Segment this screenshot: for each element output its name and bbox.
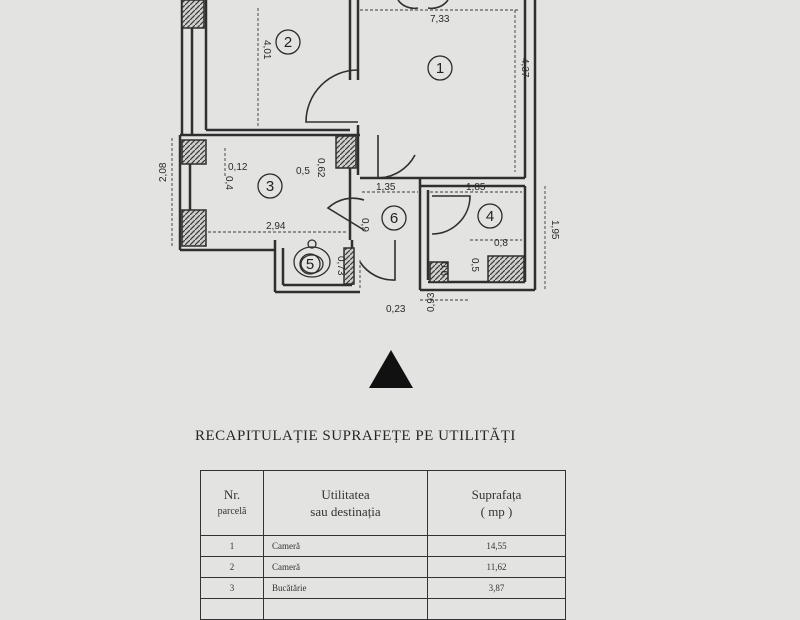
floor-plan: 2 1 3 6 4 5 4,01 7,33 4,37 0,12 0,5 0,62… — [158, 0, 560, 388]
dim-1-85: 1,85 — [466, 182, 486, 193]
svg-text:4: 4 — [486, 208, 494, 225]
cell-nr — [200, 598, 264, 620]
outer-walls — [178, 0, 537, 294]
header-utility: Utilitatea sau destinația — [263, 470, 428, 536]
cell-nr: 3 — [200, 577, 264, 599]
surface-summary-table: Nr. parcelă Utilitatea sau destinația Su… — [200, 470, 566, 620]
dim-0-23: 0,23 — [386, 304, 406, 315]
dim-1-95: 1,95 — [549, 220, 560, 240]
cell-area: 11,62 — [427, 556, 566, 578]
dim-2-08: 2,08 — [158, 162, 169, 182]
washbasin-icon — [293, 239, 331, 278]
cell-area: 3,87 — [427, 577, 566, 599]
header-nr: Nr. parcelă — [200, 470, 264, 536]
dimension-lines — [171, 8, 546, 301]
cell-nr: 1 — [200, 535, 264, 557]
dim-0-6: 0,6 — [438, 262, 449, 276]
dimension-labels: 4,01 7,33 4,37 0,12 0,5 0,62 0,4 2,08 2,… — [158, 14, 560, 315]
summary-title: RECAPITULAȚIE SUPRAFEȚE PE UTILITĂȚI — [195, 428, 516, 444]
cell-use: Cameră — [263, 535, 428, 557]
room-labels: 2 1 3 6 4 5 — [257, 29, 503, 275]
dim-4-37: 4,37 — [519, 58, 530, 78]
cell-use — [263, 598, 428, 620]
dim-0-5: 0,5 — [296, 166, 310, 177]
svg-text:1: 1 — [436, 60, 444, 77]
room-1-label: 1 — [427, 55, 453, 81]
dim-0-12: 0,12 — [228, 162, 248, 173]
header-surface: Suprafața ( mp ) — [427, 470, 566, 536]
room-4-label: 4 — [477, 203, 503, 229]
cell-area — [427, 598, 566, 620]
room-6-label: 6 — [381, 205, 407, 231]
table-row: 3 Bucătărie 3,87 — [200, 577, 566, 599]
table-row: 1 Cameră 14,55 — [200, 535, 566, 557]
wall-columns — [181, 0, 525, 285]
svg-text:6: 6 — [390, 210, 398, 227]
orientation-triangle-icon — [369, 350, 413, 388]
svg-text:5: 5 — [306, 256, 314, 273]
svg-text:2: 2 — [284, 34, 292, 51]
cell-use: Cameră — [263, 556, 428, 578]
dim-0-73: 0,73 — [335, 256, 346, 276]
dim-0-5-b: 0,5 — [469, 258, 480, 272]
table-row: 2 Cameră 11,62 — [200, 556, 566, 578]
room-2-label: 2 — [275, 29, 301, 55]
dim-0-8: 0,8 — [494, 238, 508, 249]
table-header-row: Nr. parcelă Utilitatea sau destinația Su… — [200, 470, 566, 536]
dim-4-01: 4,01 — [261, 40, 272, 60]
dim-2-94: 2,94 — [266, 221, 286, 232]
dim-0-62: 0,62 — [315, 158, 326, 178]
dim-7-33: 7,33 — [430, 14, 450, 25]
dim-0-9: 0,9 — [359, 218, 370, 232]
table-row — [200, 598, 566, 620]
dim-1-35: 1,35 — [376, 182, 396, 193]
cell-area: 14,55 — [427, 535, 566, 557]
cell-nr: 2 — [200, 556, 264, 578]
svg-text:3: 3 — [266, 178, 274, 195]
cell-use: Bucătărie — [263, 577, 428, 599]
room-5-label: 5 — [299, 253, 321, 275]
room-3-label: 3 — [257, 173, 283, 199]
dim-0-4: 0,4 — [223, 176, 234, 190]
door-swings — [305, 0, 471, 281]
dim-0-93: 0,93 — [426, 292, 437, 312]
